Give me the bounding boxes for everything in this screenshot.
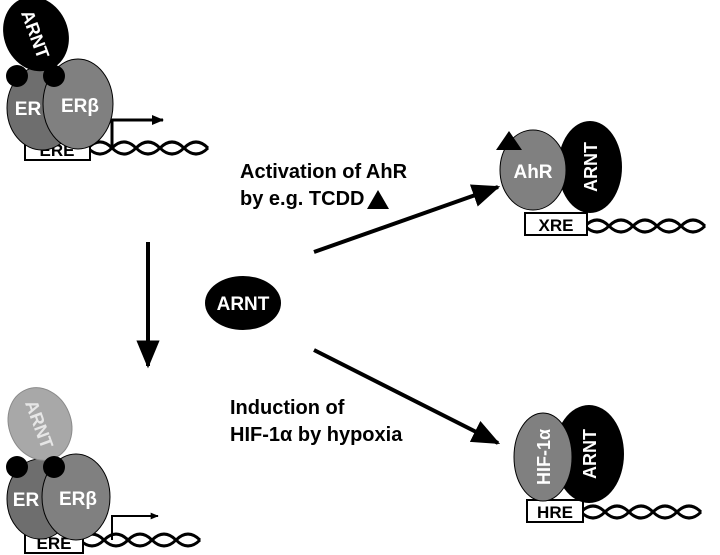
arnt-label: ARNT <box>581 142 601 192</box>
ligand-dot <box>6 456 28 478</box>
dna-helix <box>86 140 210 156</box>
hif-1a-label: HIF-1α <box>534 429 554 485</box>
dna-helix <box>579 504 703 520</box>
hif-caption-line-1: Induction of <box>230 397 345 419</box>
top-left-complex: ERE ER ERβ ARNT <box>3 0 210 161</box>
er-alpha-label: ER <box>13 490 40 511</box>
ahr-caption-line-2: by e.g. TCDD <box>240 188 365 210</box>
tcdd-triangle-icon <box>367 190 389 209</box>
er-beta-label: ERβ <box>59 489 97 510</box>
hif-pathway-arrow <box>313 348 501 445</box>
er-beta-label: ERβ <box>61 96 99 117</box>
arnt-label: ARNT <box>580 429 600 479</box>
arnt-shape <box>558 121 622 213</box>
dna-helix <box>78 532 202 548</box>
ligand-dot <box>43 65 65 87</box>
transcription-start-arrow <box>111 512 159 540</box>
hif-complex: HRE ARNT HIF-1α <box>513 405 703 523</box>
free-arnt-shape <box>205 276 281 330</box>
ligand-dot <box>43 456 65 478</box>
er-alpha-label: ER <box>15 99 42 120</box>
ahr-pathway-arrow <box>313 184 501 254</box>
free-arnt-label: ARNT <box>217 294 270 315</box>
hre-label: HRE <box>537 503 573 522</box>
hre-box <box>526 499 584 523</box>
bound-ligand-triangle-icon <box>496 131 522 150</box>
hif-caption-line-2: HIF-1α by hypoxia <box>230 424 403 446</box>
arnt-shape <box>554 405 624 503</box>
xre-box <box>524 212 588 236</box>
transcription-start-arrow <box>110 115 164 150</box>
ahr-caption-line-1: Activation of AhR <box>240 161 408 183</box>
dna-helix <box>583 218 707 234</box>
hif-1a-shape <box>513 412 573 502</box>
arnt-shape <box>3 0 69 72</box>
bottom-left-complex: ERE ER ERβ ARNT <box>6 387 202 554</box>
ligand-dot <box>6 65 28 87</box>
ahr-complex: XRE ARNT AhR <box>496 121 707 236</box>
xre-label: XRE <box>539 216 574 235</box>
ahr-label: AhR <box>513 162 552 183</box>
